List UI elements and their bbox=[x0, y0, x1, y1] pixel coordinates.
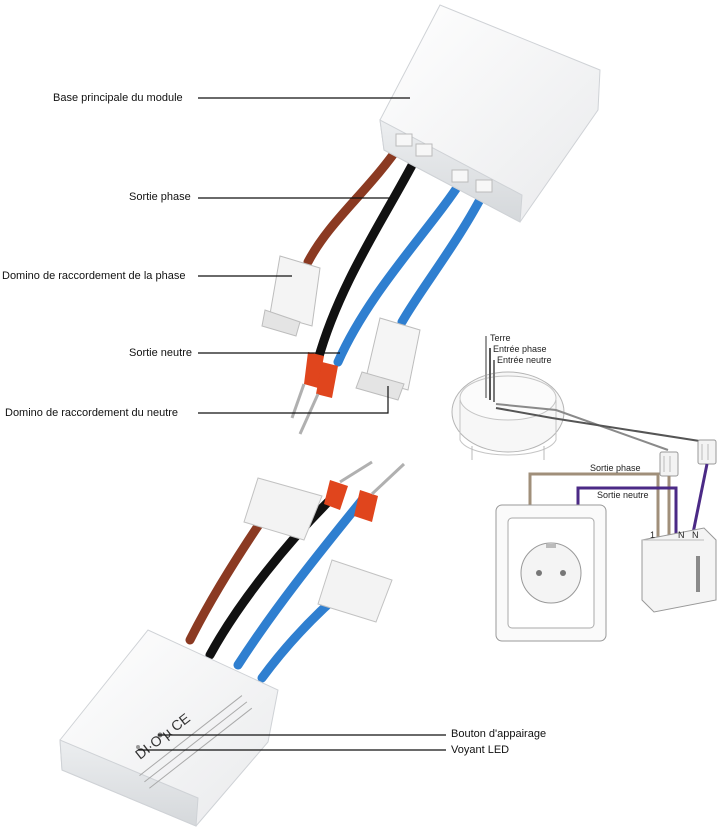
label-sortie-phase: Sortie phase bbox=[590, 463, 641, 473]
leader-lines-top bbox=[198, 97, 410, 414]
brown-wire-top bbox=[303, 137, 407, 267]
blue-wire-top-2 bbox=[397, 183, 491, 327]
black-wire-top bbox=[313, 145, 425, 365]
label-terre: Terre bbox=[490, 333, 511, 343]
label-phase-domino: Domino de raccordement de la phase bbox=[2, 270, 186, 282]
label-entree-phase: Entrée phase bbox=[493, 344, 547, 354]
label-phase-output: Sortie phase bbox=[129, 191, 191, 203]
label-entree-neutre: Entrée neutre bbox=[497, 355, 552, 365]
module-schematic bbox=[641, 527, 717, 613]
wiring-schematic bbox=[451, 336, 717, 642]
label-led: Voyant LED bbox=[451, 744, 510, 756]
ferrule-blue bbox=[316, 362, 338, 398]
connector-neutral bbox=[697, 439, 717, 465]
connector-phase bbox=[659, 451, 679, 477]
wall-junction-box bbox=[451, 371, 565, 460]
label-neutral-domino: Domino de raccordement du neutre bbox=[5, 407, 179, 419]
black-wire-bottom bbox=[205, 495, 335, 660]
label-base-module: Base principale du module bbox=[53, 92, 183, 104]
sortie-phase-wire bbox=[528, 472, 660, 540]
led-indicator bbox=[136, 745, 140, 749]
module-top-view bbox=[261, 4, 601, 435]
sortie-neutre-wire bbox=[576, 486, 678, 540]
neutral-domino-top bbox=[355, 317, 421, 401]
phase-domino-top bbox=[261, 255, 321, 337]
neutral-domino-bottom bbox=[317, 559, 393, 623]
label-sortie-neutre: Sortie neutre bbox=[597, 490, 649, 500]
label-pairing-button: Bouton d'appairage bbox=[451, 728, 547, 740]
label-terminal-n1: N bbox=[678, 530, 685, 540]
blue-wire-bottom-1 bbox=[233, 495, 367, 670]
leader-lines-bottom bbox=[138, 734, 446, 751]
blue-wire-top-1 bbox=[333, 175, 467, 367]
label-terminal-1: 1 bbox=[650, 530, 656, 540]
phase-domino-bottom bbox=[243, 477, 323, 541]
wall-socket bbox=[495, 504, 607, 642]
label-neutral-output: Sortie neutre bbox=[129, 347, 192, 359]
label-terminal-n2: N bbox=[692, 530, 699, 540]
brown-wire-bottom bbox=[185, 515, 267, 645]
module-bottom-view: DI·O µ CE bbox=[59, 460, 406, 827]
